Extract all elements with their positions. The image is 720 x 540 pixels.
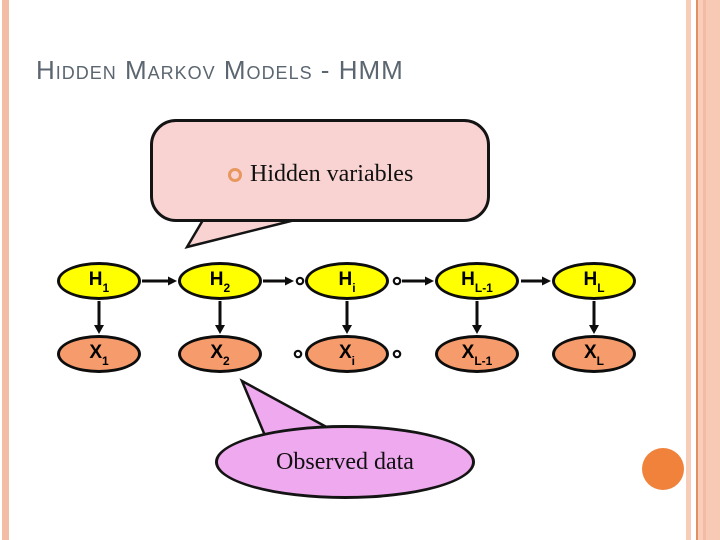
corner-dot bbox=[642, 448, 684, 490]
right-edge-stripe bbox=[703, 0, 706, 540]
observed-data-callout: Observed data bbox=[215, 425, 475, 499]
observed-data-label: Observed data bbox=[276, 448, 414, 475]
continuation-dot bbox=[295, 276, 305, 286]
node-label: X2 bbox=[210, 342, 230, 368]
hidden-callout-tail bbox=[184, 218, 296, 249]
arrow-h2-x2 bbox=[215, 301, 225, 334]
node-x1: X1 bbox=[57, 335, 141, 373]
hidden-variables-label: Hidden variables bbox=[250, 161, 414, 187]
node-h1: H1 bbox=[57, 262, 141, 300]
node-hl-1: HL-1 bbox=[435, 262, 519, 300]
node-label: HL-1 bbox=[461, 269, 493, 295]
right-edge-stripe bbox=[706, 0, 720, 540]
hidden-variables-callout bbox=[150, 119, 490, 222]
arrow-dots-hl1 bbox=[402, 276, 434, 286]
node-xl: XL bbox=[552, 335, 636, 373]
node-label: H1 bbox=[88, 269, 110, 295]
right-edge-stripe bbox=[696, 0, 698, 540]
continuation-dot bbox=[293, 349, 303, 359]
arrow-hl-xl bbox=[589, 301, 599, 334]
node-x2: X2 bbox=[178, 335, 262, 373]
slide-title: Hidden Markov Models - HMM bbox=[36, 55, 404, 85]
arrow-hi-xi bbox=[342, 301, 352, 334]
arrow-hl1-hl bbox=[521, 276, 551, 286]
arrow-hl1-xl1 bbox=[472, 301, 482, 334]
node-label: XL-1 bbox=[461, 342, 493, 368]
node-hl: HL bbox=[552, 262, 636, 300]
node-label: XL bbox=[583, 342, 605, 368]
node-label: H2 bbox=[209, 269, 231, 295]
continuation-dot bbox=[392, 276, 402, 286]
node-xl-1: XL-1 bbox=[435, 335, 519, 373]
continuation-dot bbox=[392, 349, 402, 359]
node-label: Xi bbox=[338, 342, 356, 368]
right-edge-stripe bbox=[698, 0, 703, 540]
node-h2: H2 bbox=[178, 262, 262, 300]
node-label: X1 bbox=[89, 342, 109, 368]
arrow-h1-x1 bbox=[94, 301, 104, 334]
arrow-h2-dots bbox=[263, 276, 294, 286]
node-xi: Xi bbox=[305, 335, 389, 373]
bullet-icon bbox=[228, 168, 242, 182]
arrow-h1-h2 bbox=[142, 276, 177, 286]
node-hi: Hi bbox=[305, 262, 389, 300]
node-label: HL bbox=[583, 269, 605, 295]
node-label: Hi bbox=[338, 269, 356, 295]
right-edge-stripe bbox=[686, 0, 691, 540]
left-edge-stripe bbox=[2, 0, 9, 540]
